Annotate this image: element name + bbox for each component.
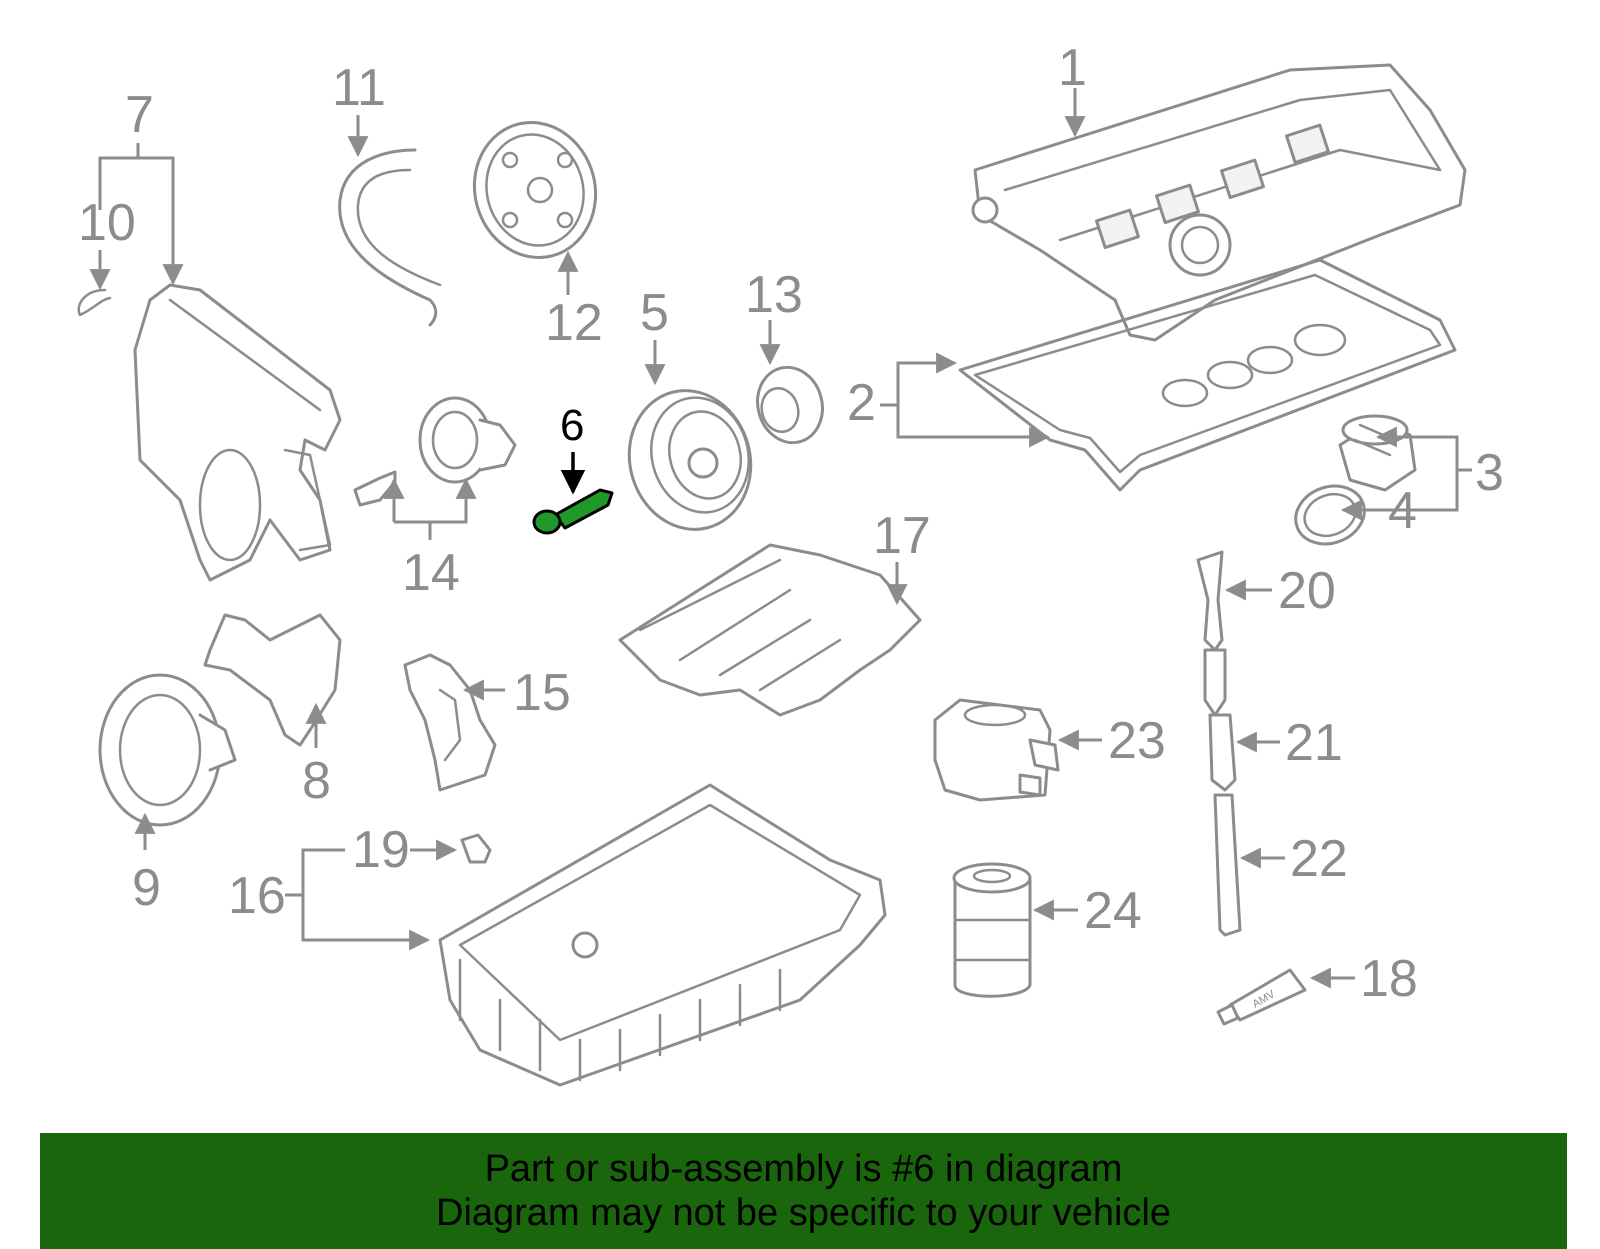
part-15-guide <box>403 653 497 792</box>
part-23-oil-cooler <box>933 698 1060 802</box>
callout-10: 10 <box>78 194 136 252</box>
callout-18: 18 <box>1360 950 1418 1008</box>
part-4-seal <box>1294 484 1366 546</box>
part-13-sprocket <box>756 365 824 445</box>
part-5-pulley <box>627 389 753 531</box>
part-16-oil-pan <box>438 783 887 1087</box>
callout-7: 7 <box>125 86 154 144</box>
part-12-cam-gear <box>472 121 598 259</box>
callout-9: 9 <box>132 859 161 917</box>
part-11-timing-belt <box>338 148 442 327</box>
callout-15: 15 <box>513 664 571 722</box>
callout-5: 5 <box>640 284 669 342</box>
callout-11: 11 <box>332 59 386 117</box>
part-2-gasket <box>958 258 1457 492</box>
part-3-filler-cap <box>1338 414 1417 492</box>
callout-24: 24 <box>1084 882 1142 940</box>
callout-12: 12 <box>545 294 603 352</box>
callout-16: 16 <box>228 867 286 925</box>
part-8-inner-cover <box>203 613 342 747</box>
callout-8: 8 <box>302 752 331 810</box>
callout-22: 22 <box>1290 830 1348 888</box>
part-1-valve-cover <box>971 63 1467 342</box>
callout-23: 23 <box>1108 712 1166 770</box>
part-20-22-dipstick <box>1196 550 1242 937</box>
callout-layer: 1 2 3 4 5 6 7 10 8 9 11 12 <box>78 39 1504 1008</box>
part-24-oil-filter <box>952 862 1032 998</box>
part-18-sealant-tube: AMV <box>1216 968 1307 1026</box>
part-19-drain-plug <box>460 833 492 864</box>
callout-21: 21 <box>1285 714 1343 772</box>
banner-line-2: Diagram may not be specific to your vehi… <box>436 1192 1171 1234</box>
callout-20: 20 <box>1278 562 1336 620</box>
callout-4: 4 <box>1388 482 1417 540</box>
callout-14: 14 <box>402 544 460 602</box>
part-10-clip <box>77 288 112 317</box>
part-9-backing-plate <box>98 673 237 827</box>
part-6-bolt <box>532 488 614 535</box>
banner-line-1: Part or sub-assembly is #6 in diagram <box>484 1148 1123 1190</box>
part-7-timing-cover <box>133 283 342 582</box>
callout-13: 13 <box>745 266 803 324</box>
callout-3: 3 <box>1475 444 1504 502</box>
part-14-tensioner <box>353 396 517 507</box>
part-17-baffle <box>618 543 922 717</box>
info-banner: Part or sub-assembly is #6 in diagram Di… <box>40 1133 1567 1249</box>
callout-2: 2 <box>847 374 876 432</box>
callout-1: 1 <box>1058 39 1087 97</box>
callout-17: 17 <box>873 507 931 565</box>
callout-19: 19 <box>352 821 410 879</box>
callout-6: 6 <box>560 401 584 450</box>
